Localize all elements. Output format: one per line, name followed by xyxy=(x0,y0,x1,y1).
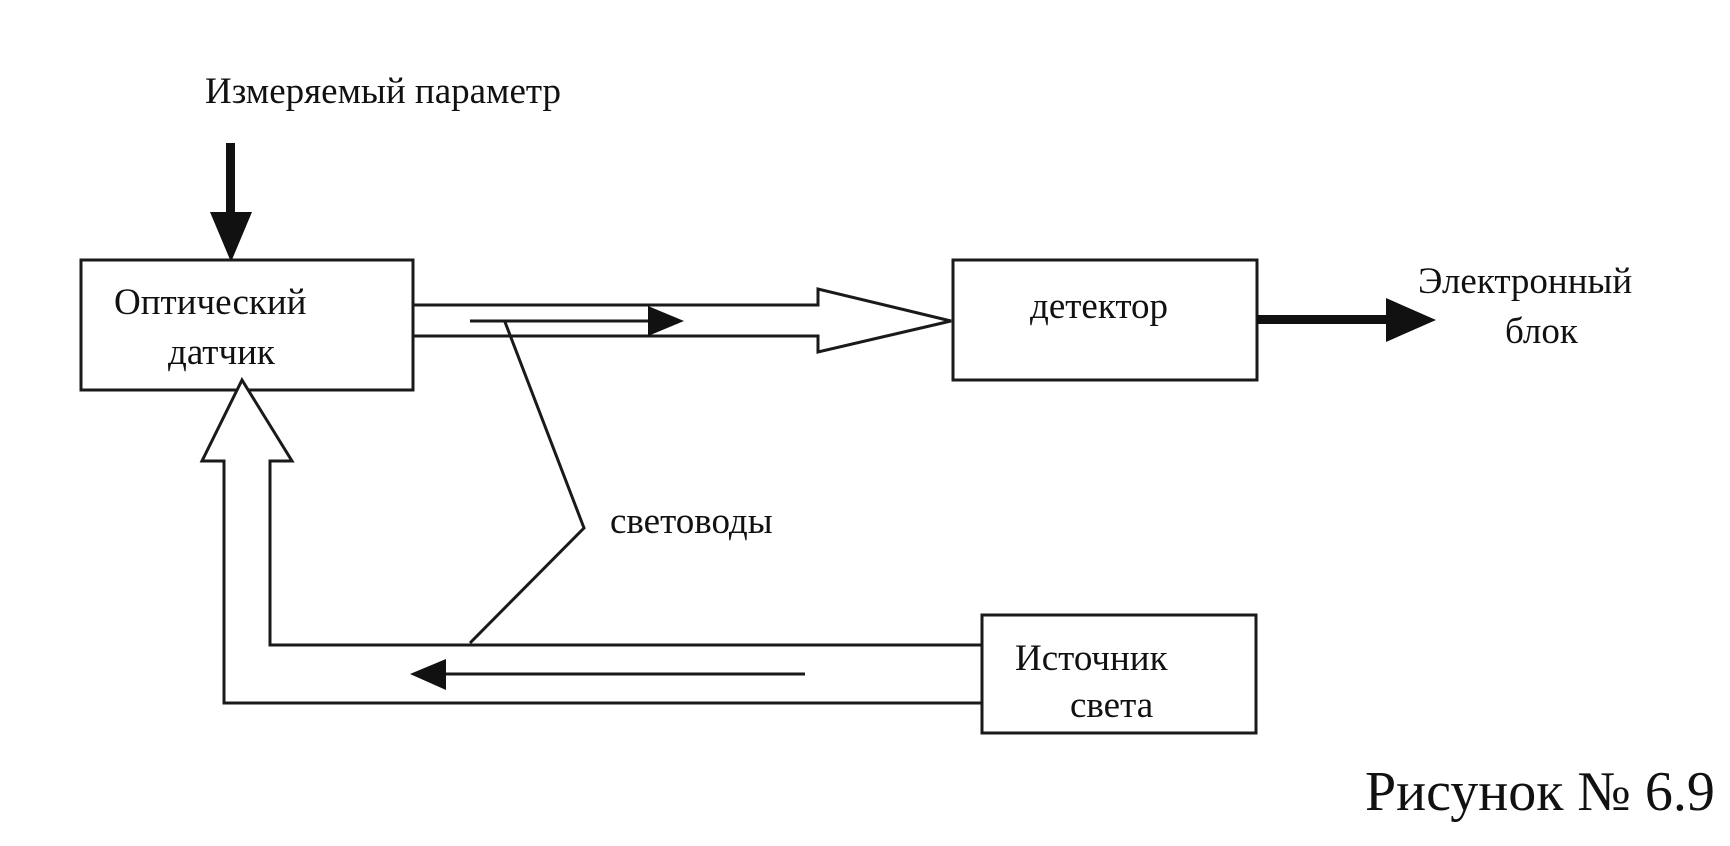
source-to-sensor-light-guide xyxy=(199,376,984,705)
input-arrow xyxy=(210,143,252,262)
optical-sensor-block: Оптический датчик xyxy=(79,258,415,392)
electronic-block-label-line1: Электронный xyxy=(1418,261,1632,302)
electronic-block-label-line2: блок xyxy=(1505,311,1579,352)
figure-caption: Рисунок № 6.9 xyxy=(1365,761,1715,823)
light-source-label-line1: Источник xyxy=(1015,638,1169,679)
light-source-label-line2: света xyxy=(1070,685,1153,726)
output-arrow xyxy=(1257,298,1436,342)
measured-parameter-label: Измеряемый параметр xyxy=(205,71,561,112)
light-guides-leader xyxy=(468,321,586,645)
sensor-to-detector-light-guide xyxy=(411,287,952,354)
detector-label: детектор xyxy=(1030,286,1168,327)
light-source-block: Источник света xyxy=(980,613,1258,735)
detector-block: детектор xyxy=(951,258,1259,382)
light-guides-label: световоды xyxy=(610,501,773,542)
optical-sensor-label-line2: датчик xyxy=(168,332,276,373)
optical-sensor-label-line1: Оптический xyxy=(114,282,306,323)
